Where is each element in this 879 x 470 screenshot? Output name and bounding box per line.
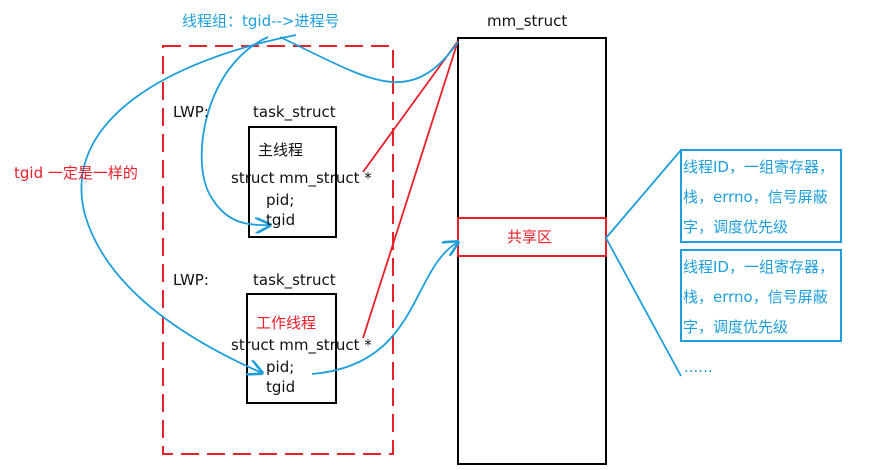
private-info-2-line-3: 字，调度优先级 xyxy=(683,318,789,336)
more-threads-ellipsis: ...... xyxy=(684,358,713,376)
mm-struct-title: mm_struct xyxy=(487,12,568,30)
shared-region-label: 共享区 xyxy=(507,228,553,246)
private-info-text-2: 线程ID，一组寄存器， 栈，errno，信号屏蔽 字，调度优先级 xyxy=(681,252,842,342)
main-thread-field-tgid: tgid xyxy=(266,211,296,229)
private-info-box-1 xyxy=(680,149,842,243)
mm-pointer-line-main xyxy=(362,40,459,173)
worker-thread-field-mm: struct mm_struct * xyxy=(231,336,372,354)
private-info-1-line-2: 栈，errno，信号屏蔽 xyxy=(683,188,828,206)
task-struct-label-worker: task_struct xyxy=(253,271,336,289)
thread-group-note: 线程组：tgid-->进程号 xyxy=(182,12,340,30)
main-thread-title: 主线程 xyxy=(258,141,304,159)
main-thread-field-mm: struct mm_struct * xyxy=(231,169,372,187)
shared-to-info-line-2 xyxy=(605,237,682,377)
main-thread-field-pid: pid; xyxy=(266,191,295,209)
worker-thread-field-pid: pid; xyxy=(266,358,295,376)
tgid-to-shared-curve xyxy=(311,242,458,375)
tgid-to-mm-curve xyxy=(279,36,459,83)
thread-group-boundary xyxy=(162,45,394,455)
tgid-curve-main xyxy=(200,36,270,225)
lwp-label-main: LWP: xyxy=(173,103,209,121)
private-info-2-line-2: 栈，errno，信号屏蔽 xyxy=(683,288,828,306)
private-info-text-1: 线程ID，一组寄存器， 栈，errno，信号屏蔽 字，调度优先级 xyxy=(681,152,842,242)
mm-pointer-line-worker xyxy=(362,40,459,339)
private-info-2-line-1: 线程ID，一组寄存器， xyxy=(683,258,834,276)
task-struct-label-main: task_struct xyxy=(253,103,336,121)
worker-thread-task-struct-box xyxy=(246,293,337,404)
private-info-box-2 xyxy=(680,249,842,342)
private-info-1-line-3: 字，调度优先级 xyxy=(683,218,789,236)
worker-thread-field-tgid: tgid xyxy=(266,378,296,396)
shared-to-info-line-1 xyxy=(605,149,682,239)
lwp-label-worker: LWP: xyxy=(173,271,209,289)
tgid-curve-worker xyxy=(80,34,297,373)
worker-thread-title: 工作线程 xyxy=(256,314,317,332)
private-info-1-line-1: 线程ID，一组寄存器， xyxy=(683,158,834,176)
tgid-same-note: tgid 一定是一样的 xyxy=(14,164,138,182)
mm-struct-box xyxy=(457,37,607,465)
